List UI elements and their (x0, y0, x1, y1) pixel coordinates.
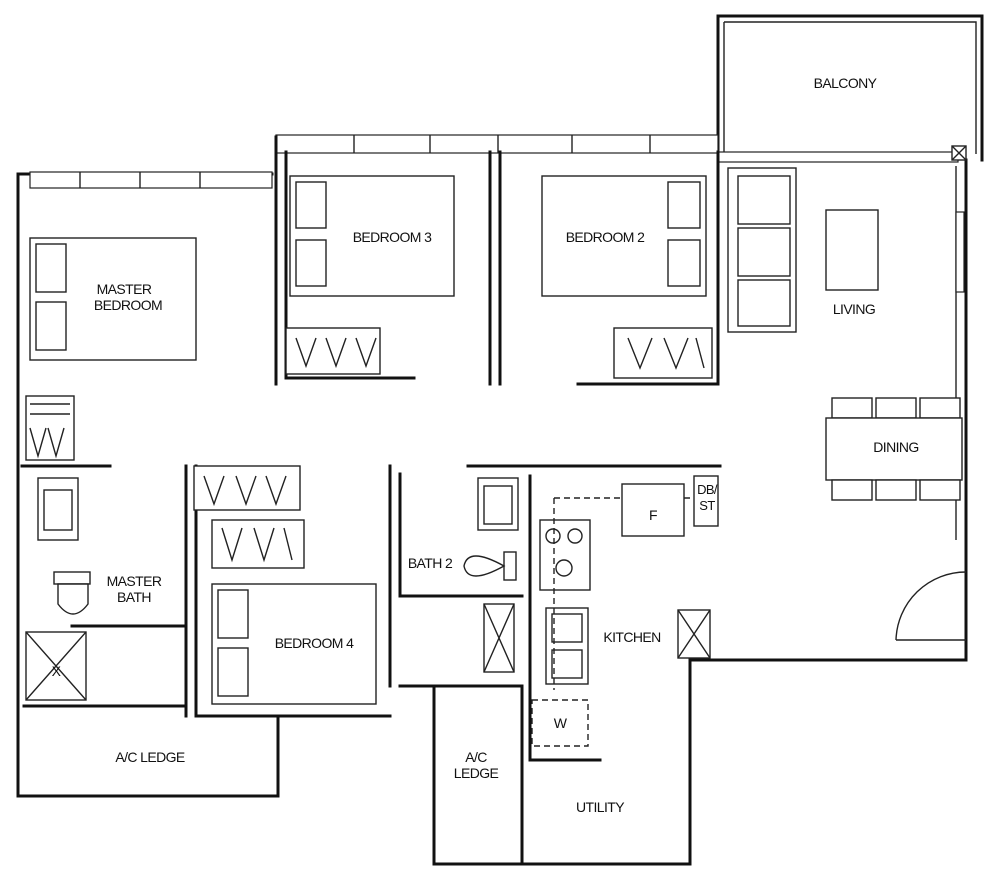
label-master-bath-2: BATH (117, 589, 151, 605)
master-bed (29, 237, 197, 361)
label-ac-ledge-left: A/C LEDGE (115, 749, 185, 765)
label-washer: W (554, 715, 568, 731)
label-dining: DINING (873, 439, 918, 455)
label-db-1: DB/ (697, 482, 718, 497)
label-bedroom3: BEDROOM 3 (353, 229, 432, 245)
label-master-bedroom-1: MASTER (97, 281, 152, 297)
dining-set (825, 397, 963, 501)
bedroom2-bed (541, 175, 707, 297)
bedroom4-bed (211, 583, 377, 705)
label-bedroom2: BEDROOM 2 (566, 229, 645, 245)
label-balcony: BALCONY (814, 75, 878, 91)
label-fridge: F (649, 507, 657, 523)
label-utility: UTILITY (576, 799, 625, 815)
bedroom3-bed (289, 175, 455, 297)
label-kitchen: KITCHEN (603, 629, 660, 645)
label-bath2: BATH 2 (408, 555, 453, 571)
label-living: LIVING (833, 301, 875, 317)
label-ac-ledge-mid-1: A/C (465, 749, 487, 765)
label-db-2: ST (699, 498, 715, 513)
kitchen-fixtures (531, 475, 719, 747)
bath2-fixtures (463, 477, 519, 673)
room-labels: BALCONY BEDROOM 3 BEDROOM 2 MASTER BEDRO… (94, 75, 919, 815)
entrance-door (895, 571, 967, 641)
coffee-table (825, 209, 879, 291)
interior-walls (20, 135, 722, 866)
wardrobes (25, 327, 713, 569)
master-bath-fixtures (25, 477, 91, 701)
label-master-bath-1: MASTER (107, 573, 162, 589)
label-master-bedroom-2: BEDROOM (94, 297, 162, 313)
fixture-labels: F W DB/ ST X (52, 482, 719, 731)
top-windows (29, 134, 967, 293)
label-shower: X (52, 663, 62, 679)
sofa (727, 167, 797, 333)
label-bedroom4: BEDROOM 4 (275, 635, 354, 651)
label-ac-ledge-mid-2: LEDGE (454, 765, 499, 781)
